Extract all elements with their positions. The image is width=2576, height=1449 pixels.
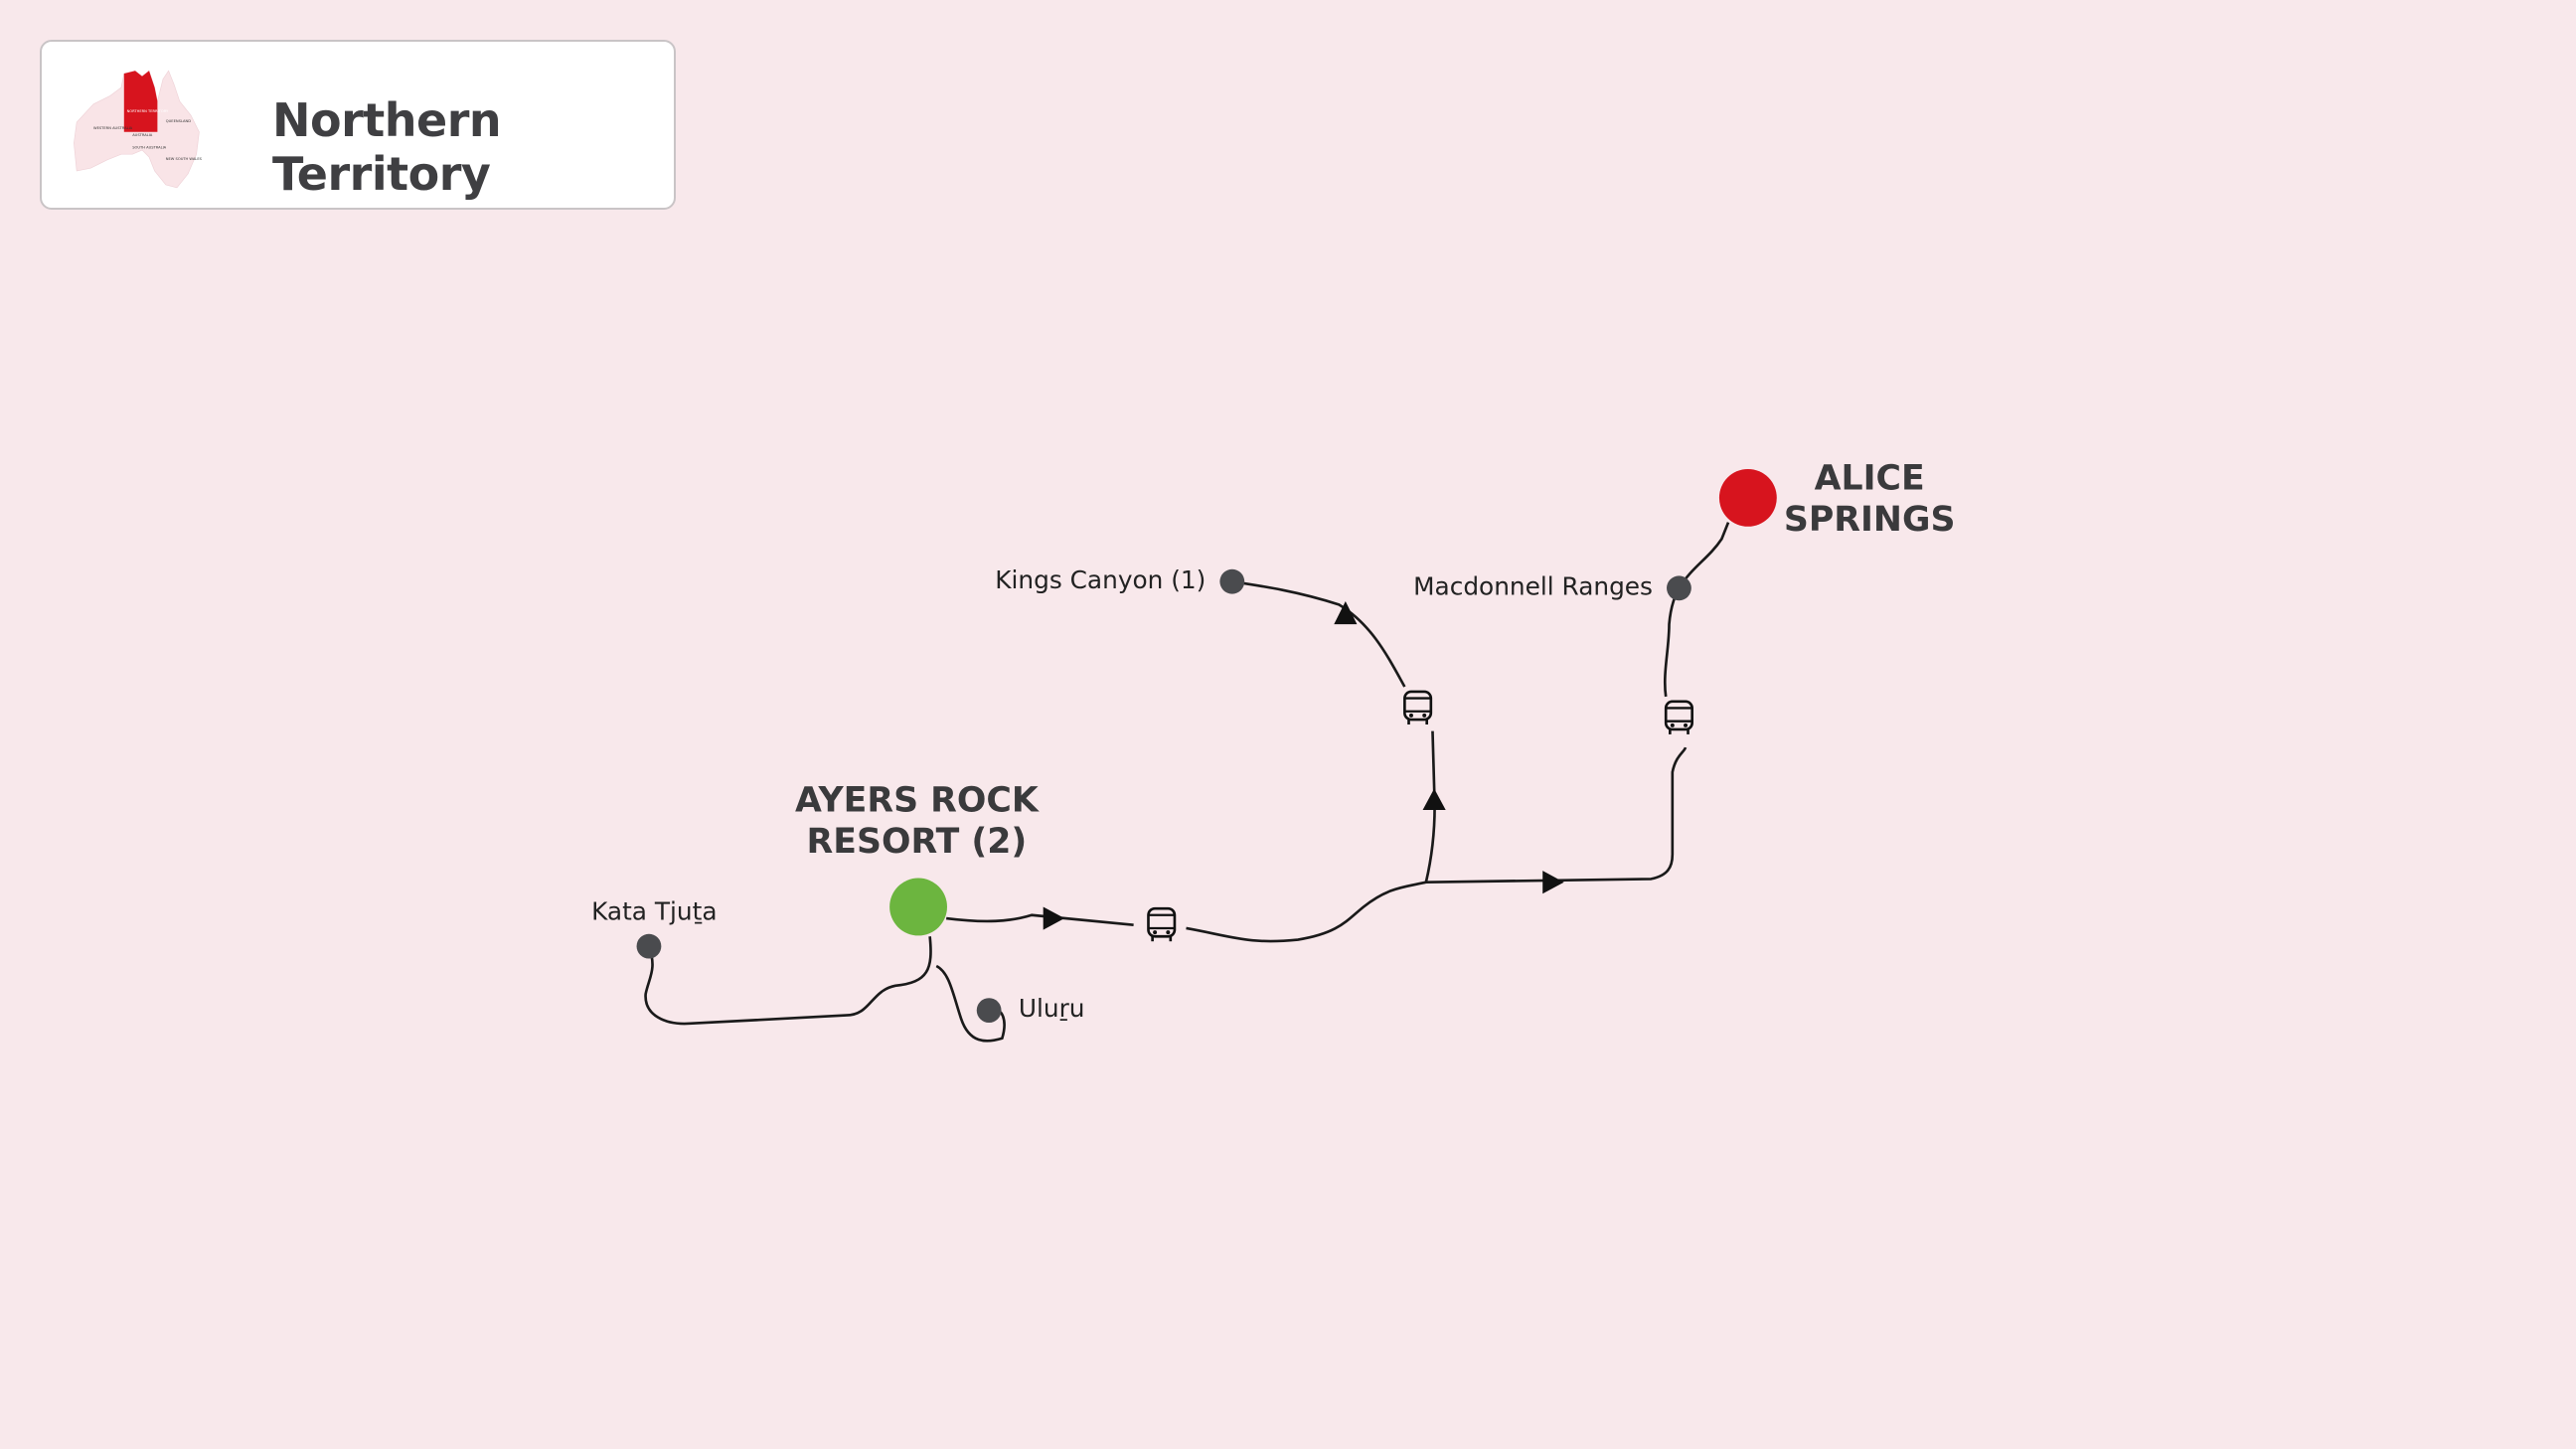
- macdonnell-ranges-marker[interactable]: [1667, 575, 1691, 601]
- kings-canyon-marker[interactable]: [1219, 568, 1245, 594]
- kata-tjuta-marker[interactable]: [636, 933, 662, 959]
- minimap-label: NEW SOUTH WALES: [166, 157, 203, 161]
- bus-icon: [1403, 690, 1433, 726]
- direction-arrow-icon: [1334, 601, 1358, 625]
- kata-tjuta-label: Kata Tjuṯa: [591, 897, 717, 926]
- direction-arrow-icon: [1422, 788, 1446, 810]
- alice-springs-marker[interactable]: [1718, 468, 1777, 527]
- region-header-card: WESTERN AUSTRALIA NORTHERN TERRITORY QUE…: [40, 40, 676, 210]
- macdonnell-ranges-label: Macdonnell Ranges: [1413, 571, 1653, 600]
- alice-springs-label: ALICE: [1815, 459, 1925, 499]
- kings-canyon-label: Kings Canyon (1): [995, 565, 1206, 594]
- uluru-label: Uluṟu: [1019, 994, 1085, 1023]
- ayers-rock-marker[interactable]: [889, 878, 947, 936]
- route-kings-canyon: [1231, 579, 1436, 883]
- alice-springs-label: SPRINGS: [1784, 500, 1956, 540]
- route-ayers-to-bus: [945, 913, 1134, 926]
- bus-icon: [1664, 700, 1693, 736]
- ayers-rock-label: AYERS ROCK: [795, 781, 1040, 821]
- route-macdonnell: [1663, 522, 1730, 698]
- route-main: [1186, 746, 1688, 943]
- page-title: Northern Territory: [272, 93, 502, 201]
- uluru-marker[interactable]: [976, 998, 1002, 1024]
- route-kata-tjuta: [644, 936, 932, 1026]
- minimap-label: NORTHERN TERRITORY: [127, 109, 169, 113]
- australia-map-icon: WESTERN AUSTRALIA NORTHERN TERRITORY QUE…: [74, 70, 203, 189]
- route-uluru: [935, 964, 1006, 1043]
- minimap-label: AUSTRALIA: [132, 133, 153, 137]
- ayers-rock-label: RESORT (2): [807, 822, 1028, 862]
- minimap-label: WESTERN AUSTRALIA: [93, 126, 133, 130]
- minimap-label: SOUTH AUSTRALIA: [132, 146, 166, 150]
- minimap-label: QUEENSLAND: [166, 119, 191, 123]
- bus-icon: [1147, 906, 1177, 943]
- direction-arrow-icon: [1542, 871, 1564, 894]
- direction-arrow-icon: [1043, 906, 1065, 930]
